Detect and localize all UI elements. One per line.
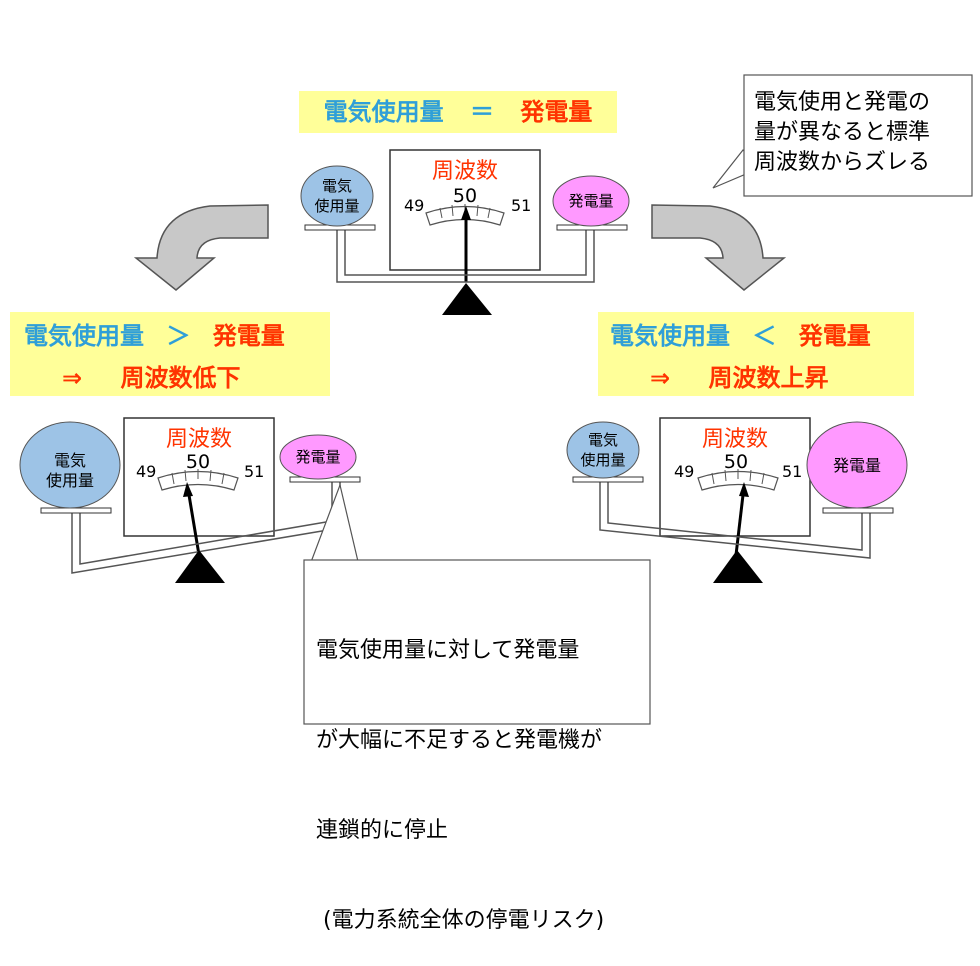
top-gauge-center: 50 [452,185,478,207]
top-banner-consumption: 電気使用量 [323,98,444,126]
top-generation-label: 発電量 [568,192,614,210]
right-gauge-center: 50 [723,451,749,473]
top-fulcrum [442,283,492,315]
right-balance [566,417,908,583]
bottom-callout-box [303,559,651,725]
diagram-canvas [19,74,973,725]
top-generation-ball [552,175,630,227]
top-consumption-ball [300,165,374,227]
right-consumption-ball [566,421,640,479]
right-curved-arrow [651,204,787,291]
right-gauge-title: 周波数 [701,427,768,452]
right-gauge-min: 49 [674,462,695,481]
bottom-callout-text: 電気使用量に対して発電量 が大幅に不足すると発電機が 連鎖的に停止 (電力系統全… [316,638,605,933]
top-banner: 電気使用量 ＝ 発電量 [299,91,617,133]
left-gauge-box [123,417,275,537]
top-consumption-label: 電気 使用量 [314,177,360,215]
right-generation-label: 発電量 [832,456,881,475]
right-fulcrum [713,550,763,583]
left-balance [19,417,361,583]
top-callout-box [743,74,973,197]
left-consumption-ball [19,421,121,509]
right-banner: 電気使用量 ＜ 発電量 ⇒ 周波数上昇 [598,312,914,396]
top-balance [300,149,630,315]
left-gauge-needle [187,494,201,556]
left-consumption-label: 電気 使用量 [45,451,94,490]
right-gauge-max: 51 [782,462,803,481]
left-gauge-center: 50 [185,451,211,473]
top-banner-equals: ＝ [470,98,494,126]
right-consumption-label: 電気 使用量 [580,431,626,469]
top-banner-generation: 発電量 [520,98,593,126]
left-fulcrum [175,550,225,583]
left-generation-ball [279,434,357,480]
left-generation-label: 発電量 [295,448,341,466]
top-gauge-max: 51 [511,196,532,215]
right-generation-ball [806,421,908,509]
left-gauge-title: 周波数 [165,427,232,452]
top-gauge-min: 49 [404,196,425,215]
left-gauge-min: 49 [136,462,157,481]
right-gauge-needle [734,494,745,556]
left-gauge-max: 51 [244,462,265,481]
left-curved-arrow [133,204,269,291]
left-banner: 電気使用量 ＞ 発電量 ⇒ 周波数低下 [10,312,330,396]
top-gauge-title: 周波数 [431,159,498,184]
top-callout-text: 電気使用と発電の 量が異なると標準 周波数からズレる [754,90,931,175]
